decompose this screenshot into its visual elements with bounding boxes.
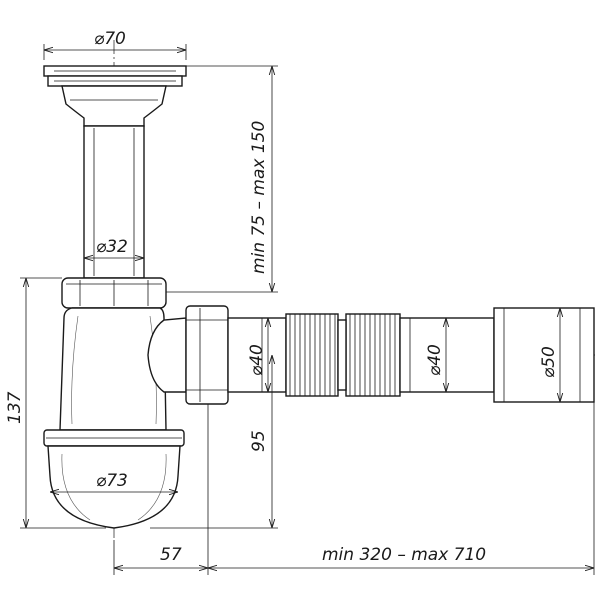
hose-joint [337,319,347,391]
dim-length-adjust: min 320 – max 710 [208,402,595,575]
label-height-adjust: min 75 – max 150 [249,121,269,274]
end-pipe [493,307,595,403]
outlet-elbow [147,317,187,393]
dim-height-total: 137 [5,277,106,529]
label-d-flange: ⌀70 [94,29,126,49]
label-d-hose: ⌀40 [425,344,445,376]
drain-funnel [61,85,167,127]
label-d-end: ⌀50 [539,346,559,378]
dim-height-outlet: 95 [150,355,278,529]
dim-hose: ⌀40 [425,318,446,392]
dim-end: ⌀50 [539,308,560,402]
label-offset: 57 [160,545,182,565]
dim-flange: ⌀70 [43,29,187,60]
dim-offset: 57 [113,404,209,575]
dim-bottle: ⌀73 [50,471,178,492]
outlet-pipe [227,317,287,393]
dim-pipe: ⌀32 [84,237,144,258]
sink-flange [43,65,187,87]
label-height-total: 137 [5,391,25,424]
corrugated-hose [285,313,401,397]
label-d-bottle: ⌀73 [96,471,128,491]
vertical-pipe [83,125,145,279]
label-length-adjust: min 320 – max 710 [322,545,486,565]
union-nut [61,277,167,309]
hose-coupling [399,317,495,393]
label-d-outlet: ⌀40 [247,344,267,376]
label-d-pipe: ⌀32 [96,237,128,257]
outlet-nut [185,305,229,405]
label-height-outlet: 95 [249,430,269,452]
hose-segment [345,313,401,397]
dim-height-adjust: min 75 – max 150 [166,65,278,293]
dim-outlet: ⌀40 [247,318,268,392]
